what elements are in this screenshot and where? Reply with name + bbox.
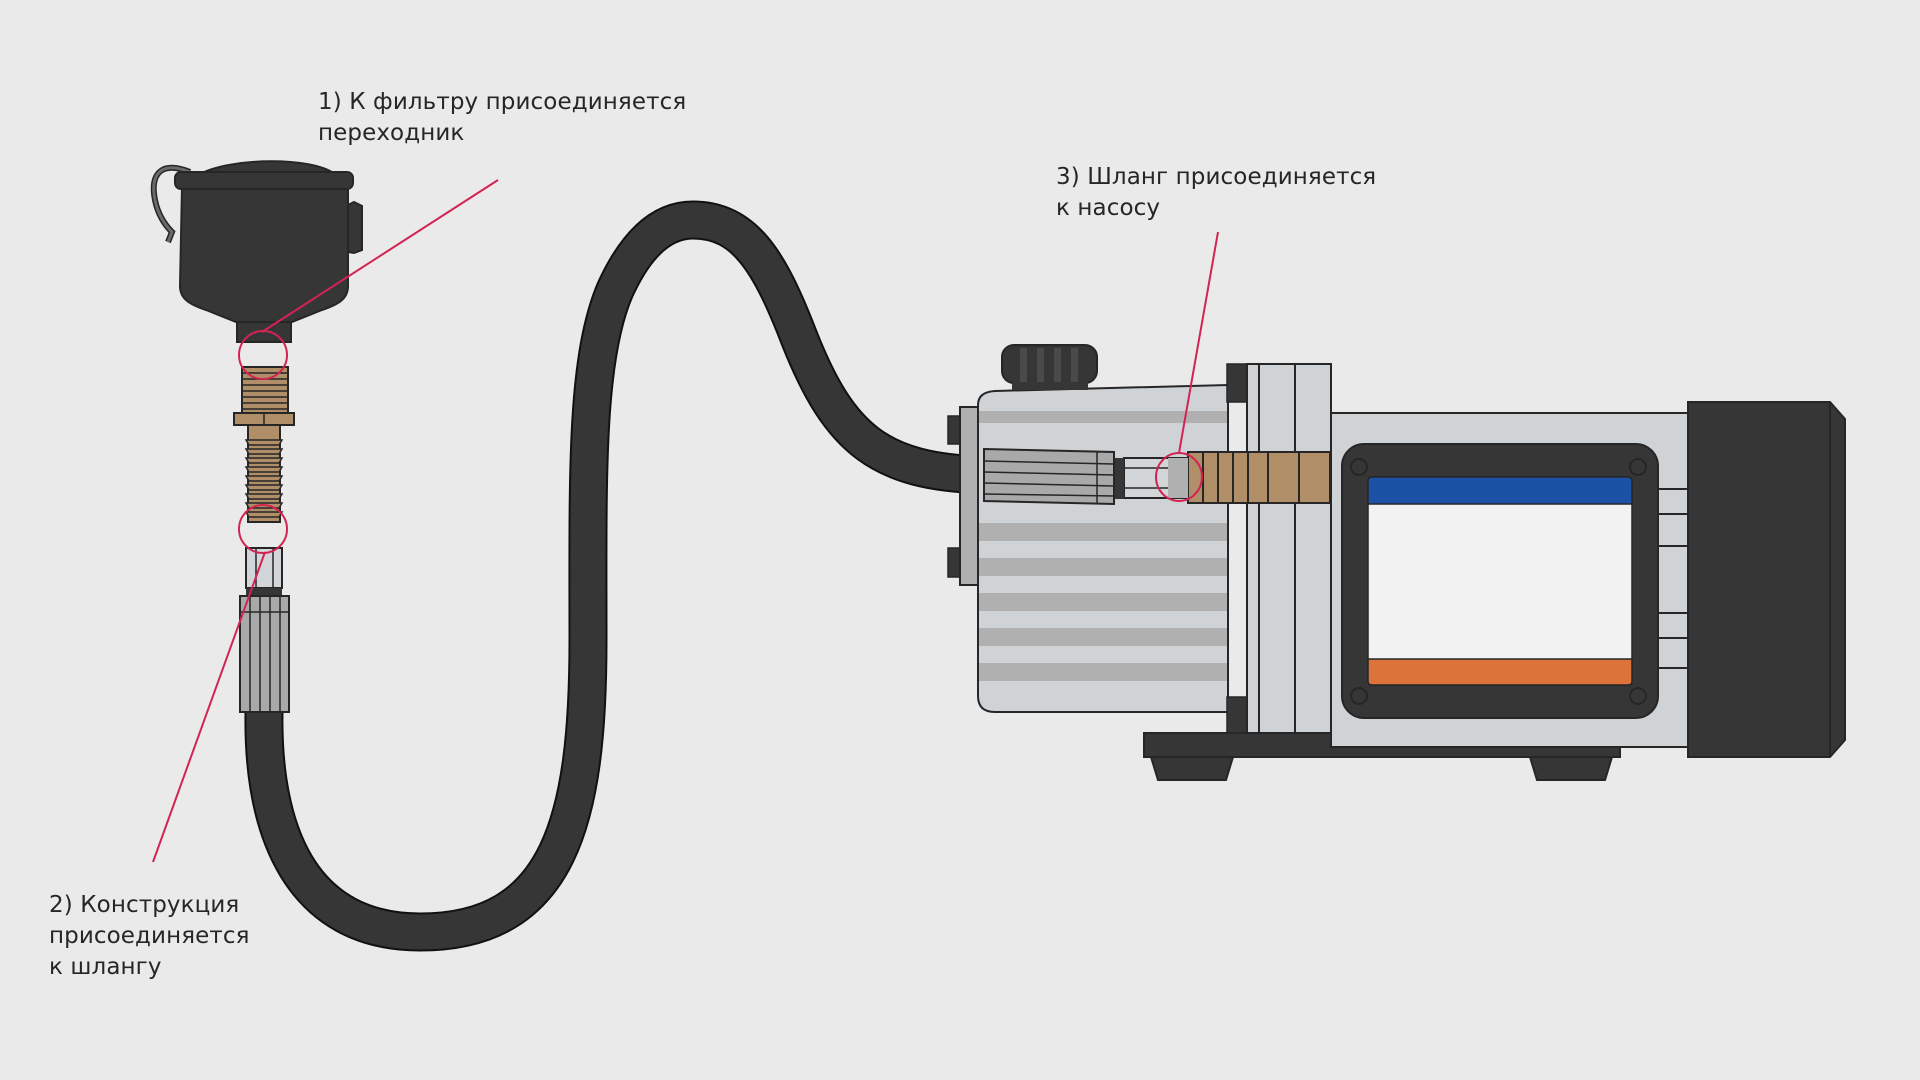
barb-ridge: [244, 475, 284, 482]
filter-side-port: [347, 200, 363, 255]
cooling-fin: [978, 523, 1228, 541]
window-glass: [1367, 476, 1633, 686]
callout-markers: [152, 179, 1219, 863]
barb-ridge: [244, 493, 284, 500]
callout-2-line-3: к шлангу: [49, 954, 162, 980]
cooling-fin: [978, 628, 1228, 646]
callout-3-leader: [1178, 231, 1219, 454]
callout-2-line-2: присоединяется: [49, 923, 250, 949]
callout-2-line-1: 2) Конструкция: [49, 892, 240, 918]
inlet-brass: [1187, 451, 1331, 504]
barb-ridge: [244, 448, 284, 455]
barb-ridge: [244, 511, 284, 518]
oil-level-max-band: [1367, 476, 1633, 505]
callout-3-line-2: к насосу: [1056, 195, 1161, 221]
knob-ribs: [1020, 348, 1078, 382]
pump-foot-right: [1528, 756, 1614, 781]
hose-body: [246, 202, 986, 950]
cooling-fin: [978, 593, 1228, 611]
pump-side-plate: [959, 406, 979, 586]
oil-sight-glass: [1341, 443, 1659, 719]
callout-1-label: 1) К фильтру присоединяется переходник: [318, 87, 686, 149]
callout-2-circle: [238, 504, 288, 554]
cooling-fin: [978, 663, 1228, 681]
callout-1-line-1: 1) К фильтру присоединяется: [318, 89, 687, 115]
callout-2-label: 2) Конструкция присоединяется к шлангу: [49, 890, 250, 983]
barb-ridge: [244, 484, 284, 491]
vacuum-pump: [947, 344, 1846, 781]
barb-ridge: [244, 439, 284, 446]
cooling-fin: [978, 411, 1228, 423]
brass-adapter: [233, 366, 295, 523]
oil-fill-knob: [1001, 344, 1098, 384]
cooling-fins: [978, 411, 1228, 681]
filter-canister: [150, 160, 363, 343]
callout-3-circle: [1155, 452, 1203, 502]
knurl-lines: [240, 596, 289, 712]
hose-outline: [244, 200, 986, 952]
oil-level-min-band: [1367, 658, 1633, 686]
hose-fitting: [239, 547, 290, 713]
cooling-fin: [978, 558, 1228, 576]
callout-1-leader: [261, 179, 499, 333]
barb-ridge: [244, 457, 284, 464]
filter-body: [178, 185, 349, 323]
motor-ribs: [1658, 488, 1689, 669]
pump-body: [978, 385, 1228, 712]
pump-foot-left: [1149, 756, 1235, 781]
vacuum-hose: [244, 200, 986, 952]
callout-2-leader: [152, 551, 266, 863]
motor-end-cap: [1687, 401, 1846, 758]
filter-cap: [174, 171, 354, 190]
barb-ridge: [244, 466, 284, 473]
window-screws: [1350, 458, 1647, 705]
fitting-ring: [246, 588, 282, 596]
callout-3-label: 3) Шланг присоединяется к насосу: [1056, 162, 1376, 224]
callout-3-line-1: 3) Шланг присоединяется: [1056, 164, 1377, 190]
inlet-brass-threads: [1202, 452, 1300, 503]
callout-1-line-2: переходник: [318, 120, 465, 146]
callout-1-circle: [238, 330, 288, 380]
knurled-nut: [239, 595, 290, 713]
